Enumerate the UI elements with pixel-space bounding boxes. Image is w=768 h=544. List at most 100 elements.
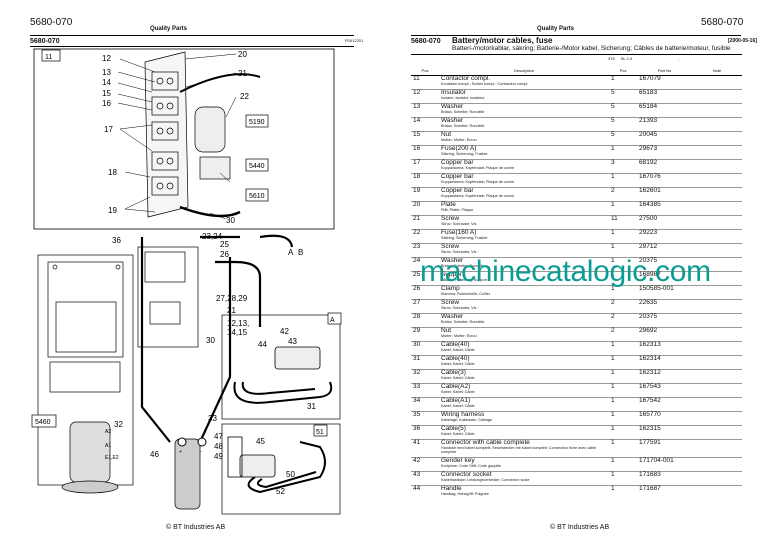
cell-pcs-text: 1 (611, 424, 615, 432)
cell-part-no-text: 171687 (639, 484, 661, 492)
detail-41-frame (221, 314, 341, 420)
cell-pcs: 1 (609, 354, 637, 369)
cell-note (692, 470, 742, 485)
terminal-a1: A1 (105, 443, 111, 449)
cell-description-text: Clamp (441, 284, 460, 292)
cell-pcs: 2 (609, 326, 637, 341)
cell-description-text: Copper bar (441, 186, 474, 194)
cell-pcs: 1 (609, 382, 637, 397)
cell-part-no-text: 167542 (639, 396, 661, 404)
cell-pcs-text: 1 (611, 228, 615, 236)
cell-part-no: 171687 (637, 484, 692, 499)
cell-pcs-text: 1 (611, 74, 615, 82)
cell-pos: 31 (411, 354, 439, 369)
callout-26: 26 (220, 250, 229, 259)
cell-pos-text: 27 (413, 298, 421, 306)
cell-part-no: 20045 (637, 130, 692, 145)
cell-translation: Hållare; Halterung; Support (441, 278, 488, 282)
cell-note (692, 256, 742, 271)
cell-translation: Handske med kabel komplett; Stromstecker… (441, 446, 597, 454)
cell-translation: Skruv; Schraube; Vis (441, 222, 477, 226)
cell-note (692, 340, 742, 355)
cell-pcs-text: 2 (611, 312, 615, 320)
cell-note (692, 102, 742, 117)
callout-16: 16 (102, 99, 111, 108)
cell-part-no: 171683 (637, 470, 692, 485)
assembly-frame (33, 48, 335, 230)
callout-25: 25 (220, 240, 229, 249)
quality-parts-label: Quality Parts (150, 26, 188, 32)
cell-description-text: Copper bar (441, 158, 474, 166)
cell-part-no: 20375 (637, 256, 692, 271)
right-page: Quality Parts 5680-070 5680-070 © BT Ind… (384, 0, 768, 544)
cell-note (692, 172, 742, 187)
model-name: SL 2.0 (620, 56, 633, 61)
cell-pcs-text: 1 (611, 382, 615, 390)
connector-cable-41 (233, 346, 333, 404)
cell-pcs-text: 2 (611, 298, 615, 306)
cell-pos-text: 13 (413, 102, 421, 110)
battery-cables (140, 234, 294, 443)
cell-part-no: 150585-001 (637, 284, 692, 299)
cell-translation: Bricka; Scheibe; Rondelle (441, 110, 485, 114)
callout-12: 12 (102, 54, 111, 63)
cell-pcs: 1 (609, 484, 637, 499)
cell-description-text: Washer (441, 312, 464, 320)
cell-part-no: 167543 (637, 382, 692, 397)
cell-pos-text: 23 (413, 242, 421, 250)
callout-23-24: 23,24 (202, 232, 223, 241)
cell-description: Cable(3)Kabel; Kabel; Câble (439, 368, 609, 383)
cell-part-no: 162312 (637, 368, 692, 383)
cell-part-no: 162601 (637, 186, 692, 201)
cell-part-no-text: 20045 (639, 130, 658, 138)
cell-pcs: 2 (609, 312, 637, 327)
cell-pcs: 1 (609, 270, 637, 285)
cell-part-no-text: 162314 (639, 354, 661, 362)
cell-pcs: 1 (609, 172, 637, 187)
cell-description-text: Connector with cable complete (441, 438, 530, 446)
cell-part-no-text: 164385 (639, 200, 661, 208)
cell-note (692, 424, 742, 439)
cell-pos-text: 24 (413, 256, 421, 264)
cell-pos: 43 (411, 470, 439, 485)
cell-part-no: 164385 (637, 200, 692, 215)
cell-part-no: 27500 (637, 214, 692, 229)
cell-translation: Plåt; Platte; Plaque (441, 208, 474, 212)
callout-A-top: A (288, 248, 294, 257)
callout-33: 32 (114, 420, 123, 429)
cell-note (692, 354, 742, 369)
cell-part-no-text: 167076 (639, 172, 661, 180)
cell-translation: Kabelage; Kabelsatz; Câblage (441, 418, 493, 422)
cell-note (692, 74, 742, 89)
cell-translation: Mutter; Mutter; Écrou (441, 334, 477, 338)
section-title: Battery/motor cables, fuse (452, 36, 553, 45)
cell-translation: Säkring; Sicherung; Fusible (441, 236, 488, 240)
callout-43: 43 (288, 337, 297, 346)
cell-description-text: Washer (441, 256, 464, 264)
cell-pos: 25 (411, 270, 439, 285)
cell-description-text: Washer (441, 116, 464, 124)
cell-pos: 35 (411, 410, 439, 425)
cell-part-no: 29223 (637, 228, 692, 243)
cell-pos-text: 26 (413, 284, 421, 292)
cell-translation: Kopparskena; Kupferstab; Plaque de cuivr… (441, 180, 515, 184)
section-date: [2000-05-16] (728, 38, 757, 44)
box-45-label: 51 (316, 429, 324, 436)
cell-description-text: Connector socket (441, 470, 492, 478)
cell-description-text: Fuse(200 A) (441, 144, 477, 152)
cell-part-no-text: 168987 (639, 270, 661, 278)
cell-translation: Kopparskena; Kupferstab; Plaque de cuivr… (441, 166, 515, 170)
cell-translation: Kontaktor kompl.; Schütz kompl.; Contact… (441, 82, 528, 86)
wiring-diagram: 11 5190 5440 5610 5460 A 51 12 13 14 15 … (31, 48, 342, 515)
callout-20: 20 (238, 50, 247, 59)
cell-pos: 12 (411, 88, 439, 103)
callout-12-13: 12,13, (227, 319, 249, 328)
cell-part-no: 165770 (637, 410, 692, 425)
